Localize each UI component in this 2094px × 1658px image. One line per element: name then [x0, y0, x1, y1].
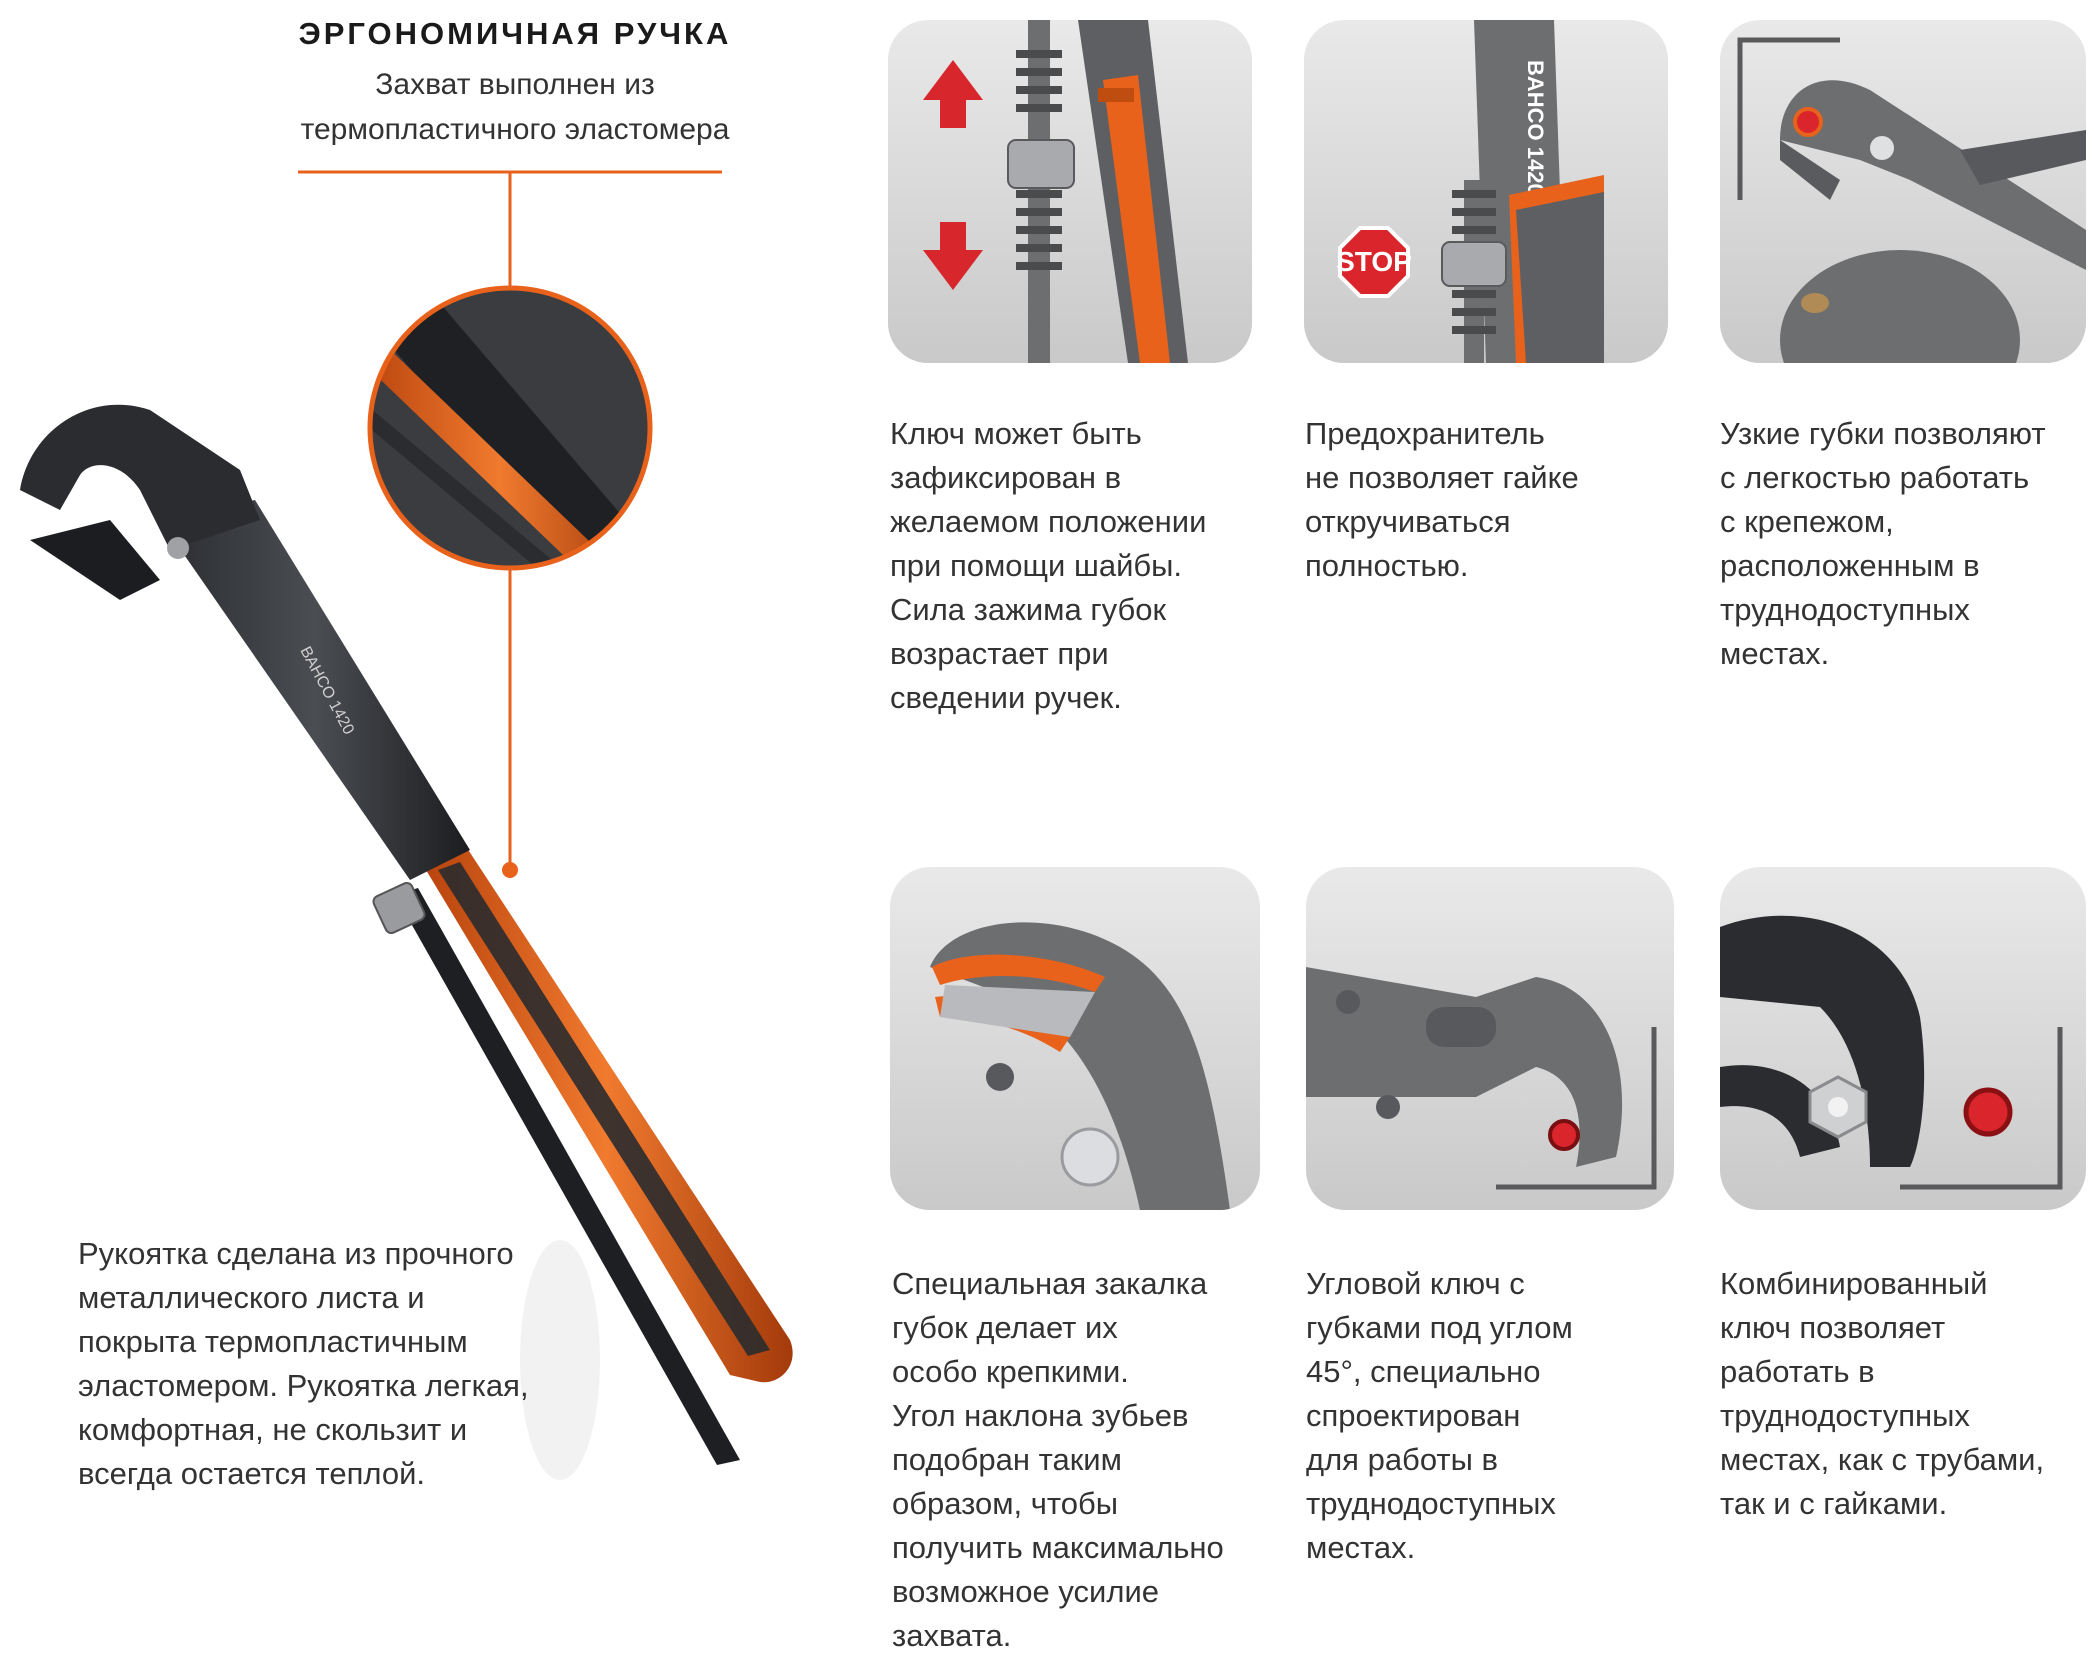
ergonomic-subtitle: Захват выполнен из термопластичного элас…	[300, 68, 730, 146]
tool-marking: BAHCO 1420	[1523, 60, 1548, 196]
pipe-wrench-illustration: BAHCO 1420	[20, 170, 793, 1480]
angled-jaws-illustration	[1306, 967, 1657, 1190]
feature-tile-5	[1306, 867, 1674, 1210]
feature-text-2: Предохранитель не позволяет гайке откруч…	[1305, 416, 1579, 583]
feature-tile-1	[888, 20, 1252, 363]
feature-tile-6	[1720, 867, 2086, 1210]
feature-text-6: Комбинированный ключ позволяет работать …	[1720, 1266, 2045, 1521]
feature-text-3: Узкие губки позволяют с легкостью работа…	[1720, 416, 2046, 671]
ergonomic-title: ЭРГОНОМИЧНАЯ РУЧКА	[298, 16, 732, 51]
feature-tile-3	[1720, 20, 2086, 363]
lock-washer-illustration	[923, 20, 1188, 363]
handle-description: Рукоятка сделана из прочного металлическ…	[78, 1236, 529, 1491]
feature-tile-4	[890, 867, 1260, 1210]
safety-stop-illustration: BAHCO 1420 STOP	[1336, 20, 1604, 363]
combination-jaws-illustration	[1720, 915, 2063, 1190]
hardened-jaws-illustration	[930, 922, 1230, 1210]
feature-tile-2: BAHCO 1420 STOP	[1304, 20, 1668, 363]
feature-text-1: Ключ может быть зафиксирован в желаемом …	[890, 416, 1207, 715]
stop-badge: STOP	[1336, 246, 1412, 277]
feature-text-5: Угловой ключ с губками под углом 45°, сп…	[1306, 1266, 1573, 1565]
feature-text-4: Специальная закалка губок делает их особ…	[892, 1266, 1224, 1653]
narrow-jaws-illustration	[1737, 37, 2086, 363]
